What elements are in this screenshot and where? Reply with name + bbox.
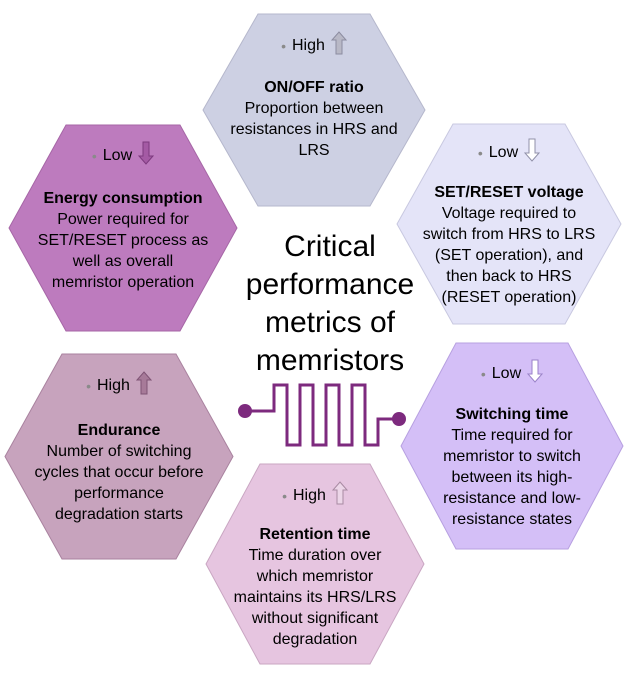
arrow-down-icon [524,138,541,168]
bullet-icon: • [86,378,91,394]
hexagon-shape [4,353,234,560]
arrow-up-icon [330,31,348,61]
level-indicator: • High [281,31,348,61]
level-indicator: • High [86,371,153,401]
metric-description: Proportion between resistances in HRS an… [230,100,398,159]
metric-description: Time duration over which memristor maint… [233,547,397,648]
metric-title: SET/RESET voltage [434,184,584,201]
hexagon-shape [8,124,238,332]
bullet-icon: • [91,148,97,164]
bullet-icon: • [480,366,486,382]
level-label: Low [102,147,133,164]
hexagon-endurance: • High Endurance Number of switching cyc… [4,353,234,560]
metric-description: Power required for SET/RESET process as … [37,211,209,291]
hexagon-energy-consumption: • Low Energy consumption Power required … [8,124,238,332]
hexagon-shape [396,123,622,325]
bullet-icon: • [282,488,287,504]
metric-title: Switching time [455,406,569,423]
level-label: High [292,37,325,54]
metric-description: Time required for memristor to switch be… [443,427,581,528]
level-indicator: • High [282,481,349,511]
level-label: Low [488,144,519,161]
hexagon-switching-time: • Low Switching time Time required for m… [400,342,624,550]
bullet-icon: • [281,38,286,54]
level-label: High [293,487,326,504]
metric-title: Retention time [259,526,371,543]
arrow-up-icon [331,481,349,511]
center-title: Critical performance metrics of memristo… [245,230,415,377]
metric-description: Number of switching cycles that occur be… [34,443,204,523]
metric-title: Energy consumption [43,190,203,207]
level-indicator: • Low [480,359,544,389]
hexagon-set-reset-voltage: • Low SET/RESET voltage Voltage required… [396,123,622,325]
level-indicator: • Low [91,141,155,171]
hexagon-retention-time: • High Retention time Time duration over… [205,463,425,665]
metric-description: Voltage required to switch from HRS to L… [422,205,596,306]
level-label: Low [491,365,522,382]
bullet-icon: • [477,145,483,161]
level-indicator: • Low [477,138,541,168]
hexagon-shape [400,342,624,550]
level-label: High [97,377,130,394]
metric-title: ON/OFF ratio [264,79,364,96]
hexagon-shape [205,463,425,665]
hexagon-shape [202,13,426,207]
arrow-down-icon [527,359,544,389]
arrow-up-icon [135,371,153,401]
hexagon-on-off-ratio: • High ON/OFF ratio Proportion between r… [202,13,426,207]
metric-title: Endurance [77,422,161,439]
arrow-down-icon [138,141,155,171]
